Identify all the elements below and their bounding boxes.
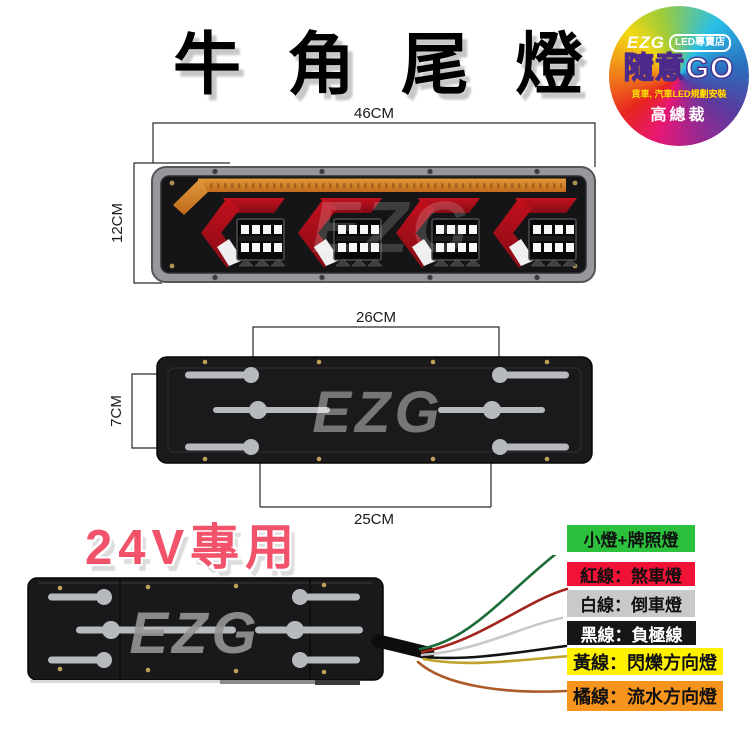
voltage-note: 24V專用	[85, 521, 301, 575]
lamp-dimension-lines	[133, 122, 596, 284]
wiring-figure: EZG	[27, 555, 573, 693]
lamp-width-dimension: 46CM	[354, 105, 394, 122]
green-wire	[418, 555, 557, 651]
plate-shadow	[220, 680, 315, 684]
brand-name: EZG	[627, 33, 665, 52]
yellow-wire	[422, 654, 573, 665]
wire-label-flash-turn-signal: 黃線：閃爍方向燈	[567, 648, 723, 675]
lamp-height-dimension: 12CM	[109, 203, 126, 243]
amber-led-strip	[173, 178, 566, 215]
wires	[416, 555, 573, 693]
page-title: 牛角尾燈	[173, 26, 630, 103]
mount-plate-photo: EZG	[156, 356, 593, 464]
store-owner: 高總裁	[650, 107, 708, 124]
tail-lamp-figure: 46CM 12CM	[109, 105, 596, 284]
wiring-watermark: EZG	[129, 601, 260, 666]
wire-harness	[371, 634, 435, 660]
lamp-screws	[211, 168, 541, 281]
white-wire	[420, 616, 564, 657]
wire-label-reverse-light: 白線：倒車燈	[567, 590, 695, 617]
rear-plate-slots	[48, 589, 363, 668]
wire-label-brake-light: 紅線：煞車燈	[567, 562, 695, 586]
store-name: 隨意GO	[623, 52, 735, 85]
plate-side-span-dimension: 7CM	[108, 395, 125, 427]
lamp-watermark: EZG	[312, 188, 472, 268]
wire-label-sequential-turn-signal: 橘線：流水方向燈	[567, 681, 723, 711]
plate-watermark: EZG	[312, 380, 443, 445]
wire-label-ground: 黑線：負極線	[567, 621, 696, 645]
plate-top-span-dimension: 26CM	[356, 309, 396, 326]
plate-slots	[185, 367, 569, 455]
plate-shadow	[315, 680, 360, 685]
red-wire	[420, 587, 569, 654]
plate-shadow	[30, 680, 220, 683]
orange-wire	[416, 660, 568, 693]
rear-plate-photo: EZG	[27, 577, 384, 685]
brand-logo-top-row: EZG LED專賣店	[627, 33, 731, 53]
brand-badge: LED專賣店	[668, 34, 731, 52]
rear-plate-screw-holes	[57, 582, 327, 675]
brand-logo: EZG LED專賣店 隨意GO 貨車, 汽車LED規劃安裝 高總裁	[609, 6, 749, 146]
black-wire	[422, 644, 568, 660]
plate-bottom-span-dimension: 25CM	[354, 511, 394, 528]
tail-lamp-photo: EZG	[151, 166, 596, 283]
mount-plate-figure: 26CM 7CM 25CM EZG	[108, 309, 593, 528]
plate-screw-holes	[202, 359, 550, 462]
wire-label-running-light: 小燈+牌照燈	[567, 525, 695, 552]
store-tagline: 貨車, 汽車LED規劃安裝	[631, 89, 727, 99]
